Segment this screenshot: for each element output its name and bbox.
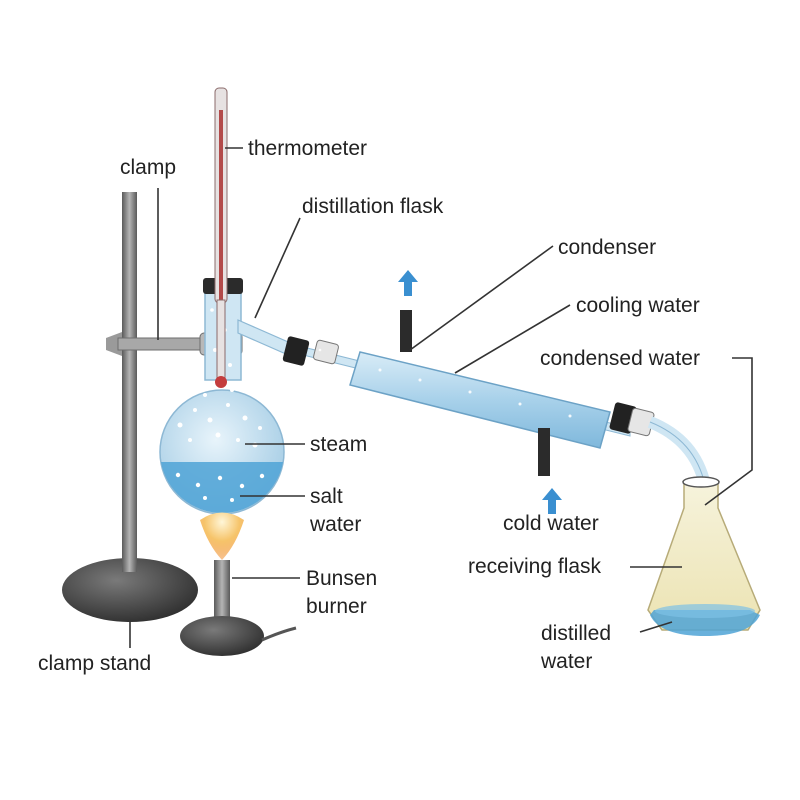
- label-clamp: clamp: [120, 156, 176, 179]
- label-cooling-water: cooling water: [576, 294, 700, 317]
- condenser: [282, 310, 655, 476]
- bunsen-base: [180, 616, 264, 656]
- thermometer: [214, 87, 228, 388]
- label-bunsen-burner-1: Bunsen: [306, 567, 377, 590]
- label-cold-water: cold water: [503, 512, 599, 535]
- receiving-flask: [647, 476, 761, 636]
- label-condenser: condenser: [558, 236, 656, 259]
- label-clamp-stand: clamp stand: [38, 652, 151, 675]
- clamp-stand-base: [62, 558, 198, 622]
- label-salt-water-1: salt: [310, 485, 343, 508]
- bunsen-flame: [200, 512, 244, 560]
- outflow-arrow: [398, 270, 418, 296]
- label-thermometer: thermometer: [248, 137, 367, 160]
- bunsen-hose: [261, 626, 297, 642]
- condenser-jacket: [349, 351, 611, 449]
- water-flow-arrows: [398, 270, 562, 514]
- label-distilled-water-2: water: [540, 650, 592, 673]
- bunsen-burner: [180, 512, 297, 656]
- clamp-stand: [62, 192, 198, 622]
- water-inlet: [538, 428, 550, 476]
- label-bunsen-burner-2: burner: [306, 595, 367, 618]
- label-receiving-flask: receiving flask: [468, 555, 602, 578]
- steam-bubbles: [175, 308, 265, 502]
- label-condensed-water: condensed water: [540, 347, 700, 370]
- label-salt-water-2: water: [309, 513, 361, 536]
- water-outlet: [400, 310, 412, 352]
- salt-water: [161, 462, 283, 513]
- receiving-flask-body: [647, 481, 761, 631]
- labels: thermometer clamp distillation flask con…: [38, 137, 700, 675]
- label-distilled-water-1: distilled: [541, 622, 611, 645]
- inflow-arrow: [542, 488, 562, 514]
- clamp-stand-rod: [122, 192, 137, 572]
- delivery-tube: [647, 416, 711, 487]
- leader-lines: [129, 147, 753, 648]
- bunsen-tube: [214, 560, 230, 628]
- label-distillation-flask: distillation flask: [302, 195, 444, 218]
- label-steam: steam: [310, 433, 367, 456]
- distillation-flask: [159, 278, 296, 515]
